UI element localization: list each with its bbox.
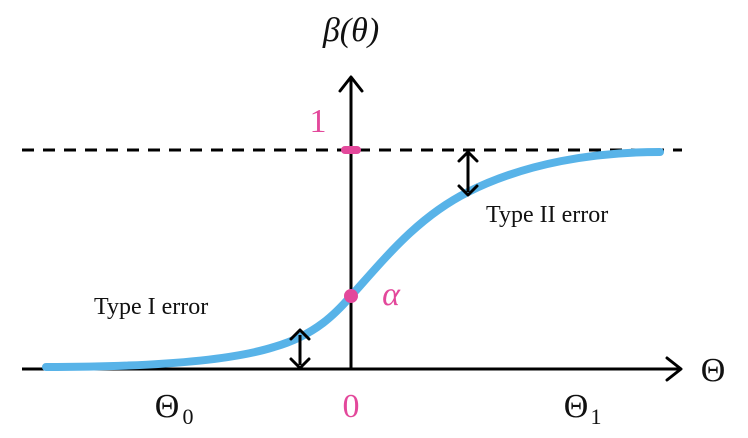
type-i-error-arrowhead-top <box>289 328 311 341</box>
svg-text:1: 1 <box>591 404 602 429</box>
type-i-error-label: Type I error <box>94 294 208 320</box>
alpha-label: α <box>382 276 401 313</box>
y-axis-label: β(θ) <box>322 12 379 49</box>
theta0-label: Θ 0 <box>155 388 194 429</box>
x-axis-arrowhead <box>665 356 683 382</box>
unit-label: 1 <box>310 103 327 140</box>
type-ii-error-arrowhead-top <box>457 150 479 163</box>
alpha-point <box>344 289 358 303</box>
type-i-error-arrowhead-bottom <box>289 357 311 370</box>
svg-text:Θ: Θ <box>564 388 589 425</box>
zero-label: 0 <box>343 388 360 425</box>
svg-text:0: 0 <box>183 404 194 429</box>
y-axis-arrowhead <box>338 75 364 93</box>
type-ii-error-arrowhead-bottom <box>457 184 479 197</box>
power-curve <box>42 148 664 371</box>
type-ii-error-label: Type II error <box>486 202 608 228</box>
theta1-label: Θ 1 <box>564 388 602 429</box>
x-axis-label: Θ <box>701 352 726 389</box>
svg-text:Θ: Θ <box>155 388 180 425</box>
